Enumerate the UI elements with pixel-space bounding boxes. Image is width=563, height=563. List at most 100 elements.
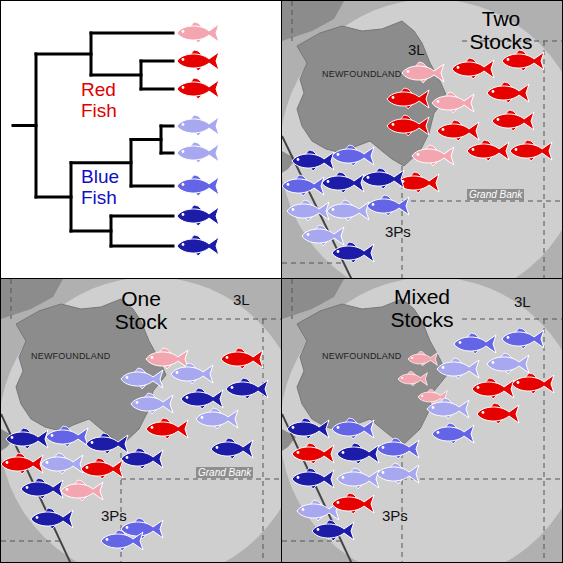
fish-icon (387, 115, 429, 136)
zone-label: 3L (233, 291, 250, 308)
fish-icon (146, 418, 188, 439)
branch (111, 215, 173, 218)
fish-icon (477, 403, 519, 424)
fish-icon (226, 378, 268, 399)
fish-icon (467, 140, 509, 161)
panel-title: Two Stocks (469, 7, 532, 53)
zone-circle (1, 279, 282, 563)
fish-icon (101, 530, 143, 551)
fish-icon (377, 463, 419, 484)
fish-icon (387, 88, 429, 109)
branch (70, 163, 73, 231)
fish-icon (1, 453, 43, 474)
fish-icon (6, 428, 48, 449)
fish-icon (502, 328, 544, 349)
fish-icon (61, 480, 103, 501)
fish-icon (177, 22, 219, 43)
fish-icon (282, 175, 324, 196)
fish-icon (452, 58, 494, 79)
panel-title: One Stock (115, 287, 168, 333)
fish-icon (292, 468, 334, 489)
clade-label: Blue Fish (81, 166, 119, 208)
fish-icon (437, 120, 479, 141)
fish-icon (177, 50, 219, 71)
fish-icon (432, 92, 474, 113)
fish-icon (21, 478, 63, 499)
fish-icon (287, 200, 329, 221)
fish-icon (302, 225, 344, 246)
zone-circle (282, 1, 563, 279)
fish-icon (171, 363, 213, 384)
fish-icon (487, 353, 529, 374)
fish-icon (332, 418, 374, 439)
fish-icon (177, 205, 219, 226)
fish-icon (31, 508, 73, 529)
fish-icon (292, 443, 334, 464)
branch (131, 138, 161, 141)
branch (91, 32, 173, 35)
branch (140, 61, 143, 89)
fish-icon (332, 145, 374, 166)
zone-label: 3Ps (101, 507, 127, 524)
fish-icon (322, 172, 364, 193)
zone-circle (282, 279, 563, 563)
fish-icon (312, 520, 354, 541)
fish-icon (332, 493, 374, 514)
fish-icon (397, 172, 439, 193)
tree-branches (13, 33, 173, 246)
fish-icon (81, 458, 123, 479)
branch (160, 126, 163, 153)
fish-icon (408, 351, 437, 366)
fish-icon (121, 368, 163, 389)
division-lines (1, 279, 282, 563)
fish-icon (221, 348, 263, 369)
fish-icon (332, 242, 374, 263)
division-lines (282, 1, 563, 279)
map-panel: Two StocksNEWFOUNDLAND3LGrand Bank3Ps (281, 0, 563, 279)
branch (91, 74, 141, 77)
fish-icon (292, 150, 334, 171)
fish-icon (177, 142, 219, 163)
branch (36, 196, 71, 199)
fish-icon (437, 358, 479, 379)
land-label: NEWFOUNDLAND (322, 351, 401, 361)
fish-icon (402, 62, 444, 83)
fish-icon (432, 423, 474, 444)
newfoundland (297, 21, 447, 166)
panel-title: Mixed Stocks (390, 285, 453, 331)
branch (90, 33, 93, 75)
branch (130, 140, 133, 187)
branch (71, 230, 111, 233)
fish-icon (362, 168, 404, 189)
land-label: NEWFOUNDLAND (31, 351, 110, 361)
fish-icon (181, 388, 223, 409)
fish-icon (502, 50, 544, 71)
tree-panel: Red FishBlue Fish (0, 0, 282, 279)
fish-icon (146, 348, 188, 369)
fish-icon (492, 110, 534, 131)
bank-label: Grand Bank (467, 189, 524, 200)
fish-icon (41, 453, 83, 474)
zone-label: 3L (408, 41, 425, 58)
fish-icon (367, 195, 409, 216)
map-panel: Mixed StocksNEWFOUNDLAND3L3Ps (281, 278, 563, 563)
fish-icon (131, 393, 173, 414)
fish-icon (398, 371, 427, 386)
branch (161, 152, 173, 155)
branch (111, 245, 173, 248)
bank-label: Grand Bank (196, 467, 253, 478)
branch (161, 125, 173, 128)
tree-art (1, 1, 282, 279)
fish-icon (510, 140, 552, 161)
fish-icon (337, 468, 379, 489)
land-label: NEWFOUNDLAND (322, 69, 401, 79)
fish-icon (46, 426, 88, 447)
fish-icon (177, 78, 219, 99)
branch (141, 88, 173, 91)
fish-icon (211, 438, 253, 459)
fish-icon (287, 418, 329, 439)
branch (36, 53, 91, 56)
fish-icon (487, 82, 529, 103)
branch (141, 60, 173, 63)
